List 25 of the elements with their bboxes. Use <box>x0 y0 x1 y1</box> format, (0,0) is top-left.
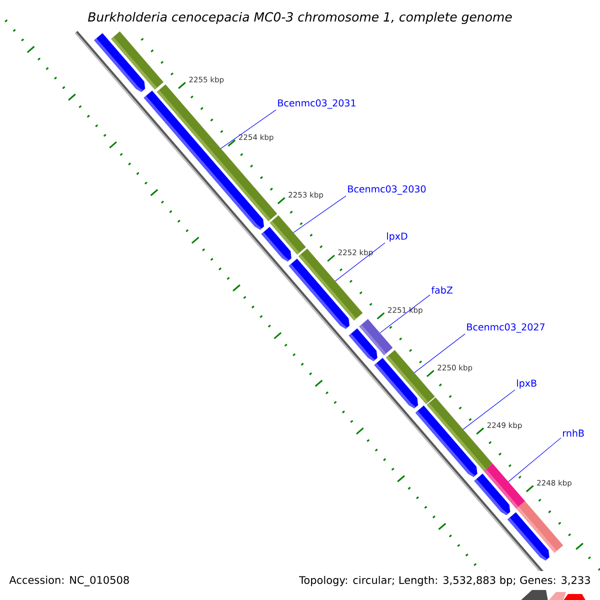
gene-label: Bcenmc03_2030 <box>348 185 426 195</box>
accession-text: Accession: NC_010508 <box>9 576 129 586</box>
gene-block <box>348 328 378 362</box>
leader-line <box>334 242 386 282</box>
gene-block <box>415 406 478 478</box>
leader-line <box>508 438 562 482</box>
leader-line <box>462 390 516 430</box>
gene-label: Bcenmc03_2027 <box>467 323 544 333</box>
leader-line <box>380 294 430 334</box>
gene-label: lpxB <box>517 379 536 389</box>
genome-summary-text: Topology: circular; Length: 3,532,883 bp; Genes: 3,233 <box>299 576 590 586</box>
gene-block <box>508 512 550 561</box>
gene-block <box>288 258 350 329</box>
gene-label: lpxD <box>387 232 408 242</box>
gene-block <box>94 33 146 92</box>
gene-block <box>374 358 418 408</box>
leader-line <box>293 196 346 233</box>
gene-block <box>474 474 510 516</box>
gene-block <box>261 226 292 262</box>
leader-line <box>414 334 466 374</box>
gene-label: rnhB <box>563 429 584 437</box>
gene-label: fabZ <box>431 286 452 294</box>
gene-label: Bcenmc03_2031 <box>278 99 356 109</box>
title: Burkholderia cenocepacia MC0-3 chromosome 1, complete genome <box>80 6 520 30</box>
leader-line <box>220 110 276 149</box>
